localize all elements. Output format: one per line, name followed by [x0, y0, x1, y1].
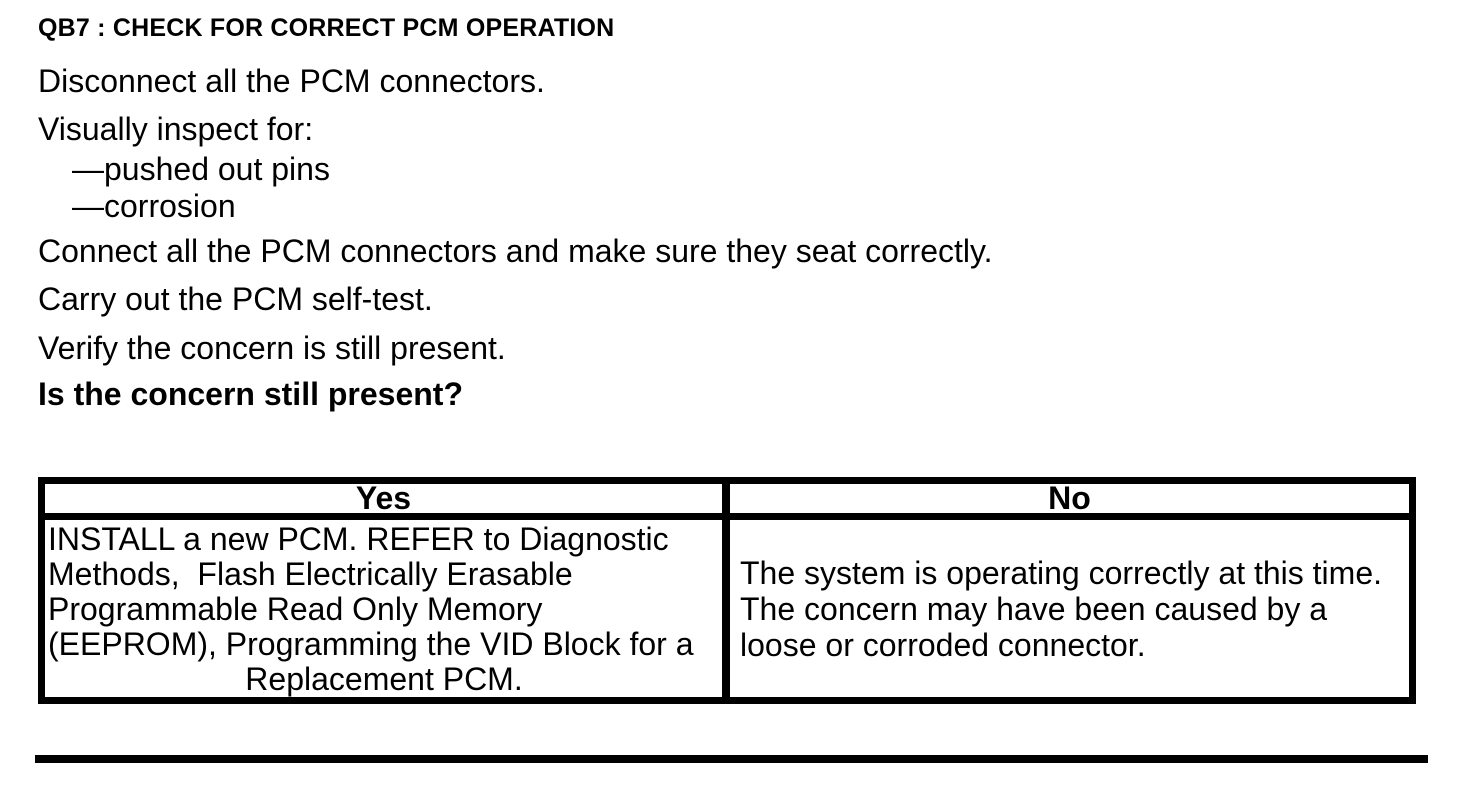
decision-question: Is the concern still present? [38, 376, 463, 412]
yes-action-line: Methods, Flash Electrically Erasable [48, 556, 573, 592]
yes-action-line: Programmable Read Only Memory [48, 591, 543, 627]
yes-action-cell: INSTALL a new PCM. REFER to Diagnostic M… [45, 520, 722, 697]
inspect-item-pushed-out-pins: —pushed out pins [72, 151, 330, 187]
step-visually-inspect: Visually inspect for: [38, 111, 314, 147]
decision-table: Yes No INSTALL a new PCM. REFER to Diagn… [38, 477, 1416, 704]
step-self-test: Carry out the PCM self-test. [38, 281, 433, 317]
section-end-rule [35, 755, 1428, 763]
procedure-title: QB7 : CHECK FOR CORRECT PCM OPERATION [38, 14, 615, 42]
step-verify-concern: Verify the concern is still present. [38, 330, 506, 366]
yes-column-header: Yes [355, 480, 412, 516]
step-disconnect-connectors: Disconnect all the PCM connectors. [38, 63, 545, 99]
no-action-line: The concern may have been caused by a [740, 590, 1328, 627]
yes-action-line: INSTALL a new PCM. REFER to Diagnostic [48, 521, 669, 557]
column-divider [722, 520, 730, 697]
decision-table-header-row: Yes No [45, 480, 1409, 520]
no-action-line: The system is operating correctly at thi… [740, 554, 1382, 591]
inspect-item-corrosion: —corrosion [72, 188, 236, 224]
column-divider [722, 484, 730, 513]
no-action-line: loose or corroded connector. [740, 626, 1146, 663]
decision-table-body-row: INSTALL a new PCM. REFER to Diagnostic M… [45, 520, 1409, 697]
yes-action-line: Replacement PCM. [245, 661, 523, 697]
no-action-cell: The system is operating correctly at thi… [730, 520, 1409, 697]
no-column-header: No [1048, 480, 1091, 516]
yes-action-line: (EEPROM), Programming the VID Block for … [48, 626, 694, 662]
step-connect-connectors: Connect all the PCM connectors and make … [38, 233, 993, 269]
